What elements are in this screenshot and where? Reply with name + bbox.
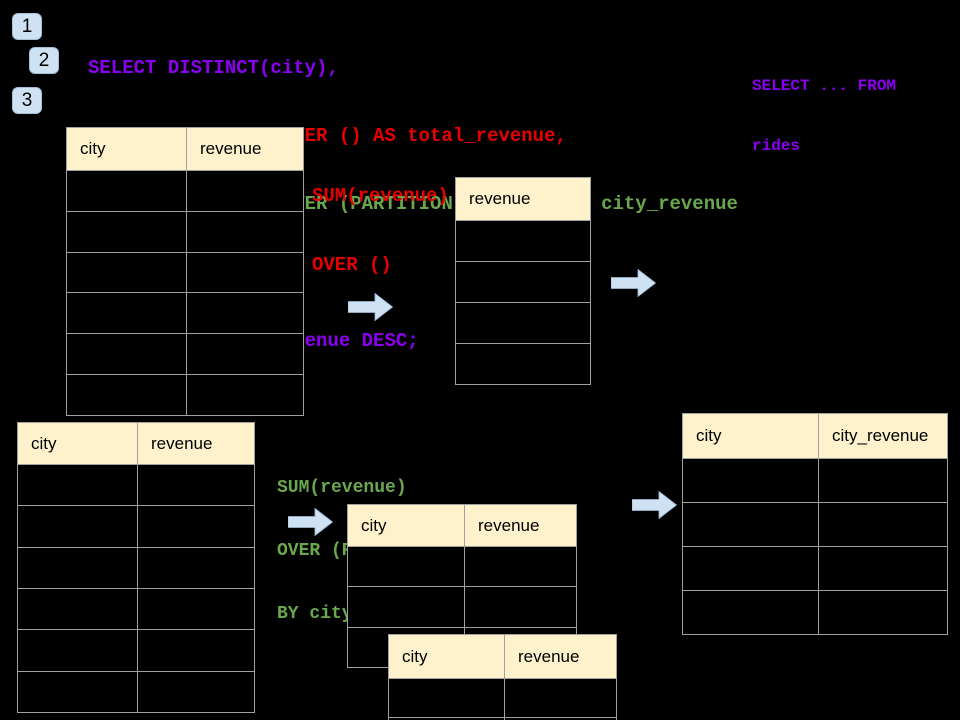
table-cell-empty (138, 588, 254, 630)
column-header-city-revenue: city_revenue (819, 414, 947, 458)
table-cell-empty (348, 587, 464, 627)
table-cell-empty (683, 459, 818, 502)
table-cell-empty (138, 671, 254, 712)
table-cell-empty (138, 465, 254, 506)
annotation-line: SUM(revenue) (277, 478, 407, 498)
table-cell-empty (456, 262, 590, 302)
table-cell-empty (456, 344, 590, 384)
table-cell-empty (819, 459, 947, 502)
right-arrow-icon (288, 508, 333, 536)
table-cell-empty (683, 591, 818, 634)
table-cell-empty (187, 252, 303, 293)
column-header-revenue: revenue (505, 635, 616, 678)
side-note-line: SELECT ... FROM (752, 77, 897, 95)
table-cell-empty (465, 587, 576, 627)
table-cell-empty (18, 630, 137, 671)
table-cell-empty (348, 547, 464, 587)
table-source-top: city revenue (66, 127, 304, 416)
table-cell-empty (67, 252, 186, 293)
column-header-city: city (67, 128, 186, 170)
annotation-line: OVER () (312, 254, 392, 276)
table-cell-empty (456, 221, 590, 261)
right-arrow-icon (632, 491, 677, 519)
column-header-city: city (348, 505, 464, 546)
column-header-revenue: revenue (138, 423, 254, 464)
table-cell-empty (505, 679, 616, 717)
right-arrow-icon (348, 293, 393, 321)
sql-line-select: SELECT DISTINCT(city), (88, 56, 339, 79)
table-cell-empty (67, 171, 186, 211)
step-badge-2: 2 (29, 47, 59, 74)
step-badge-1: 1 (12, 13, 42, 40)
table-cell-empty (187, 293, 303, 334)
table-cell-empty (819, 503, 947, 546)
table-cell-empty (18, 671, 137, 712)
column-header-city: city (683, 414, 818, 458)
table-cell-empty (683, 503, 818, 546)
column-header-revenue: revenue (187, 128, 303, 170)
step-badge-3: 3 (12, 87, 42, 114)
table-cell-empty (67, 293, 186, 334)
table-partition-result: city city_revenue (682, 413, 948, 635)
table-cell-empty (465, 547, 576, 587)
table-cell-empty (819, 591, 947, 634)
table-cell-empty (187, 334, 303, 375)
table-cell-empty (187, 375, 303, 415)
table-cell-empty (67, 375, 186, 415)
table-cell-empty (138, 630, 254, 671)
table-cell-empty (187, 211, 303, 252)
table-cell-empty (389, 718, 504, 720)
side-note-line: rides (752, 137, 801, 155)
right-arrow-icon (611, 269, 656, 297)
table-cell-empty (819, 547, 947, 590)
table-total-result: revenue (455, 177, 591, 385)
table-cell-empty (18, 506, 137, 547)
table-cell-empty (67, 334, 186, 375)
table-cell-empty (138, 547, 254, 588)
table-cell-empty (683, 547, 818, 590)
table-cell-empty (389, 679, 504, 717)
table-cell-empty (67, 211, 186, 252)
column-header-revenue: revenue (456, 178, 590, 220)
annotation-line: SUM(revenue) (312, 185, 449, 207)
column-header-revenue: revenue (465, 505, 576, 546)
table-cell-empty (456, 303, 590, 343)
column-header-city: city (18, 423, 137, 464)
table-cell-empty (505, 718, 616, 720)
table-cell-empty (18, 588, 137, 630)
table-cell-empty (138, 506, 254, 547)
sql-side-note: SELECT ... FROM rides (752, 36, 896, 196)
table-source-bottom: city revenue (17, 422, 255, 713)
table-cell-empty (18, 465, 137, 506)
column-header-city: city (389, 635, 504, 678)
table-partition-front: city revenue (388, 634, 617, 720)
table-cell-empty (18, 547, 137, 588)
annotation-total-revenue: SUM(revenue) OVER () (312, 139, 449, 323)
table-cell-empty (187, 171, 303, 211)
